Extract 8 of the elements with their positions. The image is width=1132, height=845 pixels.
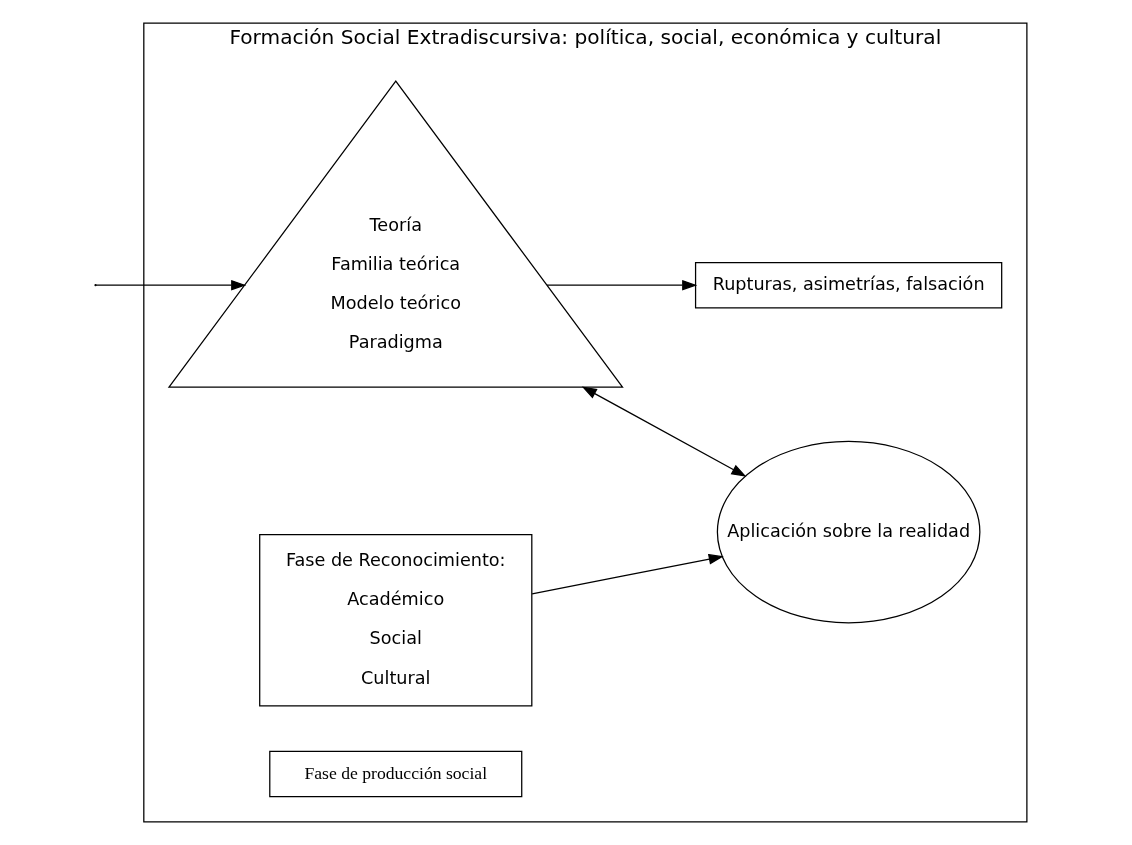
node-box: Rupturas, asimetrías, falsación bbox=[694, 261, 1003, 309]
arrow bbox=[546, 279, 698, 291]
node-ellipse: Aplicación sobre la realidad bbox=[716, 440, 981, 624]
node-box: Fase de producción social bbox=[269, 750, 523, 798]
arrow bbox=[531, 554, 724, 595]
arrow bbox=[581, 386, 747, 477]
arrow bbox=[95, 279, 247, 291]
node-box: Fase de Reconocimiento: Académico Social Cultural bbox=[259, 534, 533, 707]
